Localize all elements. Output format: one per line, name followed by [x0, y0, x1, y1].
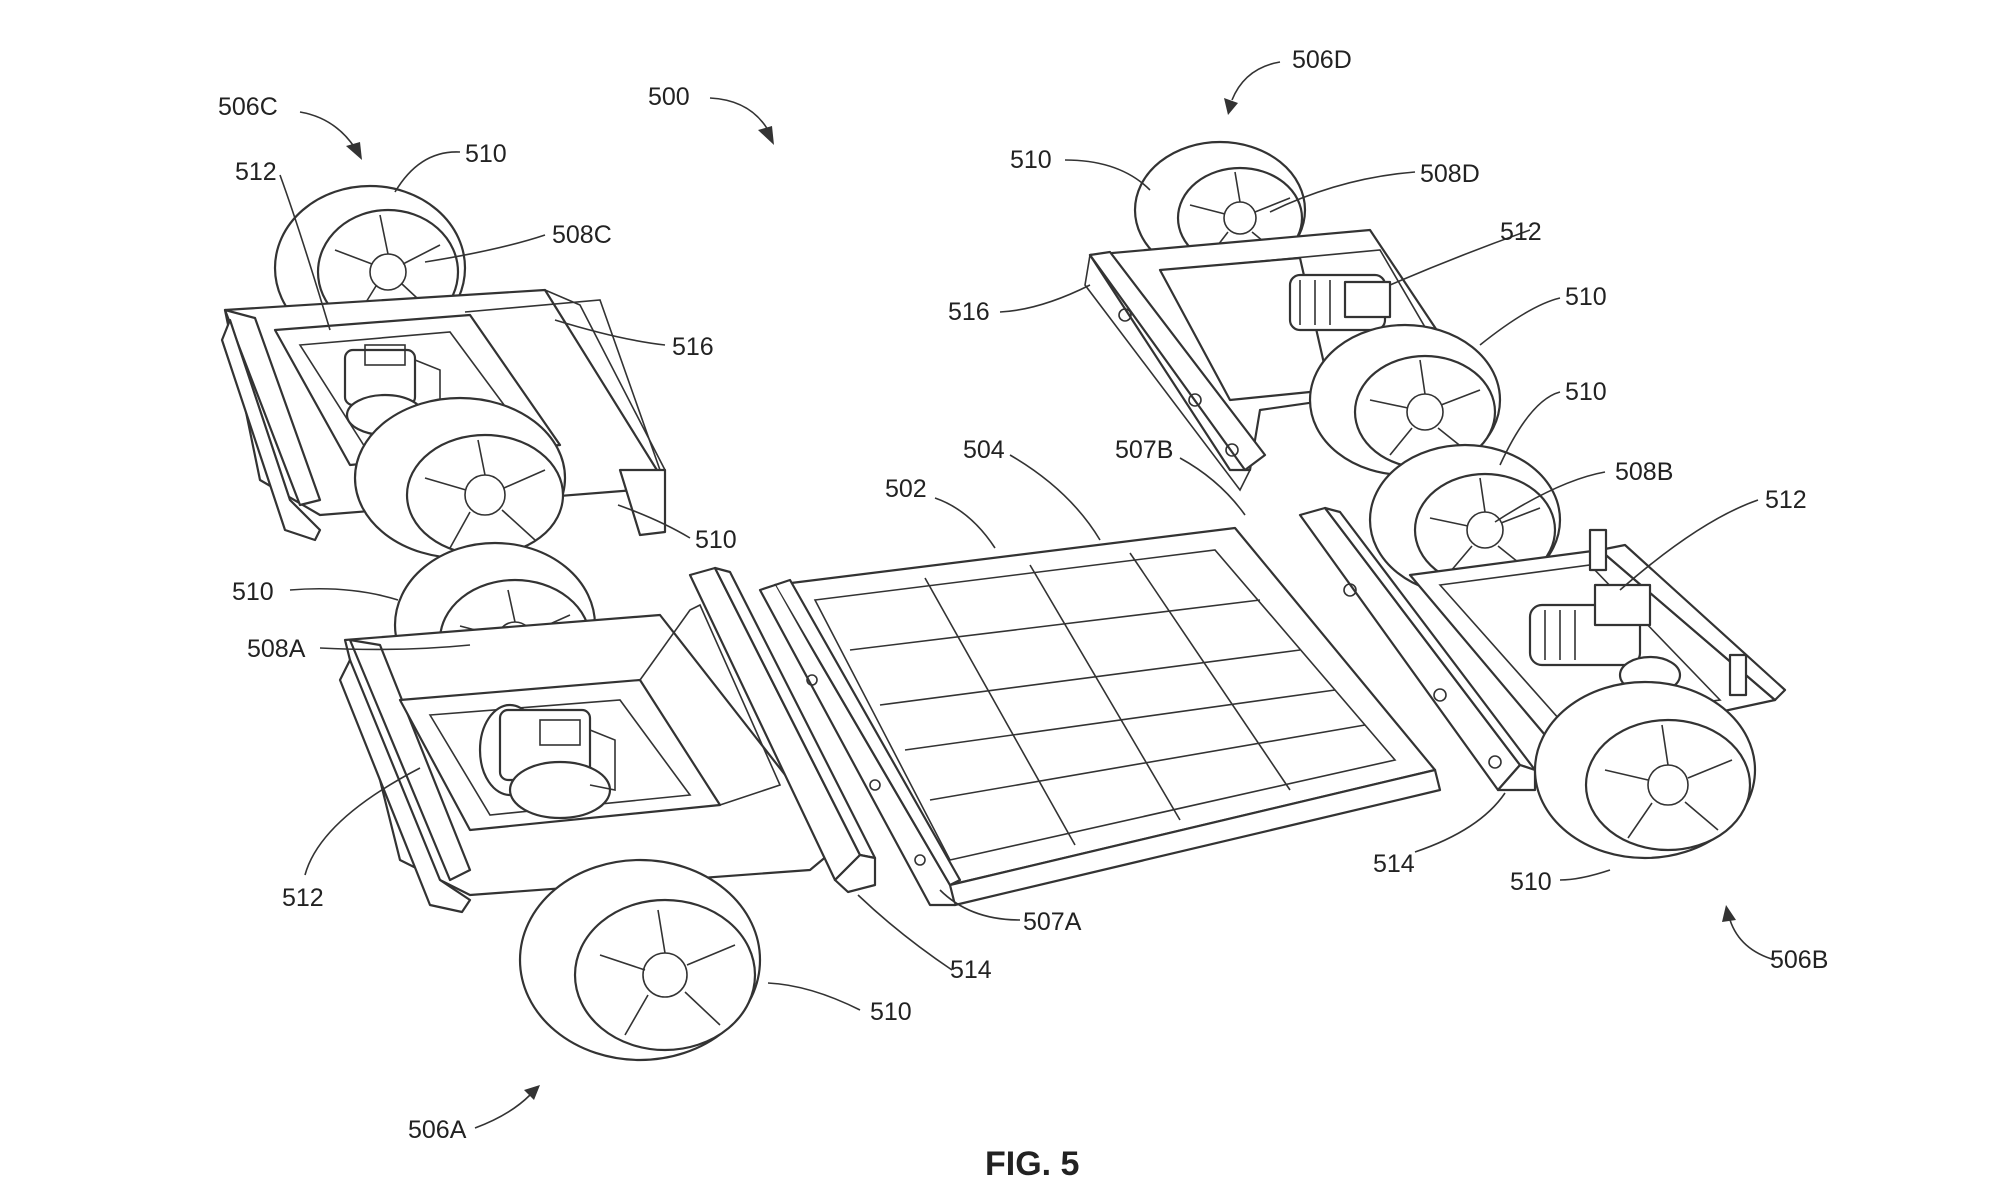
label-507b: 507B: [1115, 436, 1173, 464]
label-506c: 506C: [218, 93, 278, 121]
figure-caption: FIG. 5: [985, 1145, 1079, 1183]
label-502: 502: [885, 475, 927, 503]
module-506b: [1298, 443, 1787, 860]
module-506d: [1084, 140, 1502, 492]
wheel-510-b-rear: [1368, 443, 1562, 597]
frame-end-c: [618, 468, 667, 537]
module-506a: [338, 541, 877, 1062]
rail-514-b: [1298, 506, 1537, 792]
label-512-d: 512: [1500, 218, 1542, 246]
reference-labels: 500 506C 506D 506A 506B 510 512 508C 516…: [218, 46, 1828, 1183]
label-508b: 508B: [1615, 458, 1673, 486]
label-508c: 508C: [552, 221, 612, 249]
wheel-510-d-front: [1308, 323, 1502, 477]
label-504: 504: [963, 436, 1005, 464]
label-508d: 508D: [1420, 160, 1480, 188]
label-510-c-rear: 510: [465, 140, 507, 168]
label-512-a: 512: [282, 884, 324, 912]
label-512-b: 512: [1765, 486, 1807, 514]
label-510-b-rear: 510: [1565, 378, 1607, 406]
label-508a: 508A: [247, 635, 306, 663]
label-500: 500: [648, 83, 690, 111]
label-510-a-rear: 510: [232, 578, 274, 606]
motor-512-d: [1288, 273, 1392, 332]
label-507a: 507A: [1023, 908, 1082, 936]
label-506b: 506B: [1770, 946, 1828, 974]
label-516-d: 516: [948, 298, 990, 326]
label-510-a-front: 510: [870, 998, 912, 1026]
label-506d: 506D: [1292, 46, 1352, 74]
label-516-c: 516: [672, 333, 714, 361]
module-506c: [220, 184, 667, 560]
rail-514-a: [688, 566, 877, 894]
wheel-510-c-front: [353, 396, 567, 560]
label-514-b: 514: [1373, 850, 1415, 878]
label-510-d-front: 510: [1565, 283, 1607, 311]
label-510-c-front: 510: [695, 526, 737, 554]
wheel-510-b-front: [1533, 680, 1757, 860]
wheel-510-a-front: [518, 858, 762, 1062]
label-514-a: 514: [950, 956, 992, 984]
label-510-d-rear: 510: [1010, 146, 1052, 174]
motor-512-a: [478, 703, 616, 820]
battery-504: [813, 549, 1397, 861]
label-512-c: 512: [235, 158, 277, 186]
platform-502: [758, 526, 1442, 907]
label-510-b-front: 510: [1510, 868, 1552, 896]
leader-lines: [279, 61, 1776, 1129]
label-506a: 506A: [408, 1116, 467, 1144]
